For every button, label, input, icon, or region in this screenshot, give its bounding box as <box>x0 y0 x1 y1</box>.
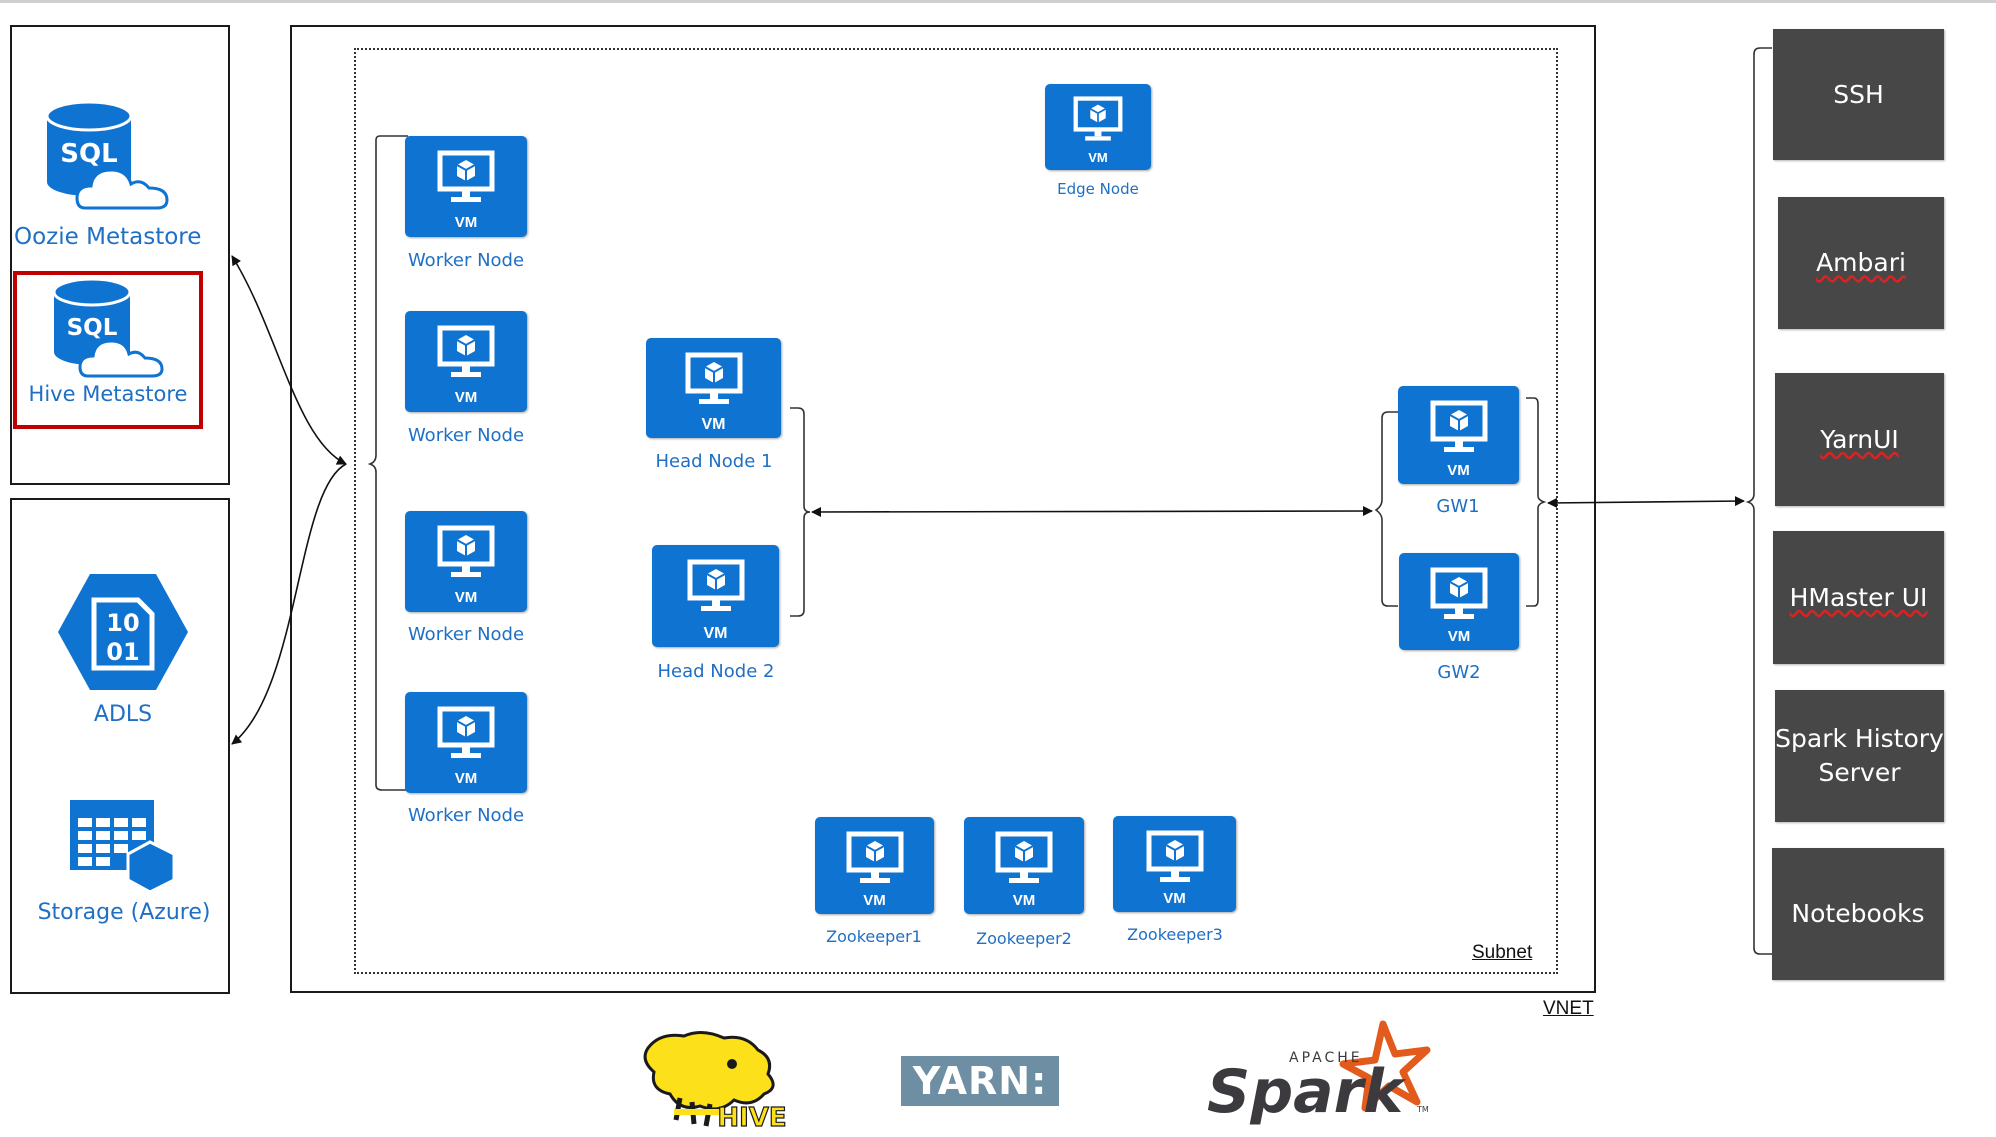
monitor-cube-icon <box>846 831 903 883</box>
worker-node-label-4: Worker Node <box>407 805 525 826</box>
hive-metastore-highlight <box>13 271 203 429</box>
worker-node-vm-1[interactable]: VM <box>405 136 527 237</box>
edge-node-label: Edge Node <box>1057 180 1139 198</box>
hive-metastore-label: Hive Metastore <box>28 382 188 406</box>
service-notebooks-button[interactable]: Notebooks <box>1772 848 1944 980</box>
gw1-label: GW1 <box>1436 496 1480 517</box>
vm-badge: VM <box>701 416 726 433</box>
metastore-panel <box>10 25 230 485</box>
subnet-label: Subnet <box>1472 942 1533 963</box>
adls-label: ADLS <box>93 702 153 727</box>
vm-badge: VM <box>1012 892 1036 909</box>
vm-badge: VM <box>454 589 478 606</box>
vm-badge: VM <box>454 770 478 787</box>
adls-icon[interactable]: 10 01 <box>56 572 190 692</box>
service-ssh-button[interactable]: SSH <box>1773 29 1944 160</box>
monitor-cube-icon <box>1146 830 1203 882</box>
hive-sql-icon[interactable]: SQL <box>52 277 164 378</box>
worker-node-vm-4[interactable]: VM <box>405 692 527 793</box>
vm-badge: VM <box>454 214 478 231</box>
svg-text:APACHE: APACHE <box>1289 1050 1363 1066</box>
vm-badge: VM <box>1447 462 1470 479</box>
service-spark-history-button[interactable]: Spark History Server <box>1775 690 1944 822</box>
gw1-vm[interactable]: VM <box>1398 386 1519 484</box>
vm-badge: VM <box>1447 628 1471 645</box>
head-node-2-vm[interactable]: VM <box>652 545 779 647</box>
vm-badge: VM <box>1163 890 1186 907</box>
worker-node-vm-2[interactable]: VM <box>405 311 527 412</box>
worker-node-label-1: Worker Node <box>407 250 525 271</box>
service-yarnui-button[interactable]: YarnUI <box>1775 373 1944 506</box>
svg-text:01: 01 <box>106 638 139 666</box>
top-divider <box>0 0 1996 3</box>
zookeeper2-vm[interactable]: VM <box>964 817 1084 914</box>
vnet-label: VNET <box>1543 998 1594 1019</box>
subnet-boundary <box>354 48 1558 974</box>
monitor-cube-icon <box>685 352 742 404</box>
monitor-cube-icon <box>437 150 495 202</box>
zookeeper1-label: Zookeeper1 <box>826 927 922 946</box>
head-node-2-label: Head Node 2 <box>657 661 775 682</box>
svg-text:10: 10 <box>106 609 139 637</box>
vm-badge: VM <box>1088 150 1108 165</box>
zookeeper1-vm[interactable]: VM <box>815 817 934 914</box>
svg-text:SQL: SQL <box>67 315 118 341</box>
svg-text:SQL: SQL <box>60 139 117 169</box>
head-node-1-vm[interactable]: VM <box>646 338 781 438</box>
monitor-cube-icon <box>1430 400 1487 452</box>
svg-text:Spark: Spark <box>1207 1057 1406 1127</box>
monitor-cube-icon <box>437 706 495 758</box>
hive-logo: HIVE <box>640 1028 796 1134</box>
spark-logo: APACHE Spark TM <box>1205 1020 1445 1132</box>
vm-badge: VM <box>703 625 728 642</box>
storage-panel <box>10 498 230 994</box>
worker-node-vm-3[interactable]: VM <box>405 511 527 612</box>
gw2-vm[interactable]: VM <box>1399 553 1519 650</box>
svg-text:TM: TM <box>1416 1105 1429 1114</box>
edge-node-vm[interactable]: VM <box>1045 84 1151 170</box>
oozie-metastore-label: Oozie Metastore <box>14 224 202 250</box>
gw2-label: GW2 <box>1437 662 1481 683</box>
service-hmaster-ui-button[interactable]: HMaster UI <box>1773 531 1944 664</box>
vm-badge: VM <box>863 892 886 909</box>
storage-table-icon[interactable] <box>70 800 180 896</box>
yarn-logo: YARN: <box>901 1056 1059 1106</box>
zookeeper3-label: Zookeeper3 <box>1127 925 1223 944</box>
vm-badge: VM <box>454 389 478 406</box>
monitor-cube-icon <box>437 325 495 377</box>
zookeeper3-vm[interactable]: VM <box>1113 816 1236 912</box>
svg-text:HIVE: HIVE <box>717 1103 786 1130</box>
zookeeper2-label: Zookeeper2 <box>976 929 1072 948</box>
monitor-cube-icon <box>1430 567 1488 619</box>
worker-node-label-3: Worker Node <box>407 624 525 645</box>
head-node-1-label: Head Node 1 <box>655 451 773 472</box>
monitor-cube-icon <box>995 831 1053 883</box>
worker-node-label-2: Worker Node <box>407 425 525 446</box>
service-ambari-button[interactable]: Ambari <box>1778 197 1944 329</box>
storage-azure-label: Storage (Azure) <box>37 900 211 925</box>
monitor-cube-icon <box>1073 96 1123 141</box>
monitor-cube-icon <box>687 559 744 611</box>
oozie-sql-icon[interactable]: SQL <box>45 100 170 210</box>
monitor-cube-icon <box>437 525 495 577</box>
vnet-boundary <box>290 25 1596 993</box>
